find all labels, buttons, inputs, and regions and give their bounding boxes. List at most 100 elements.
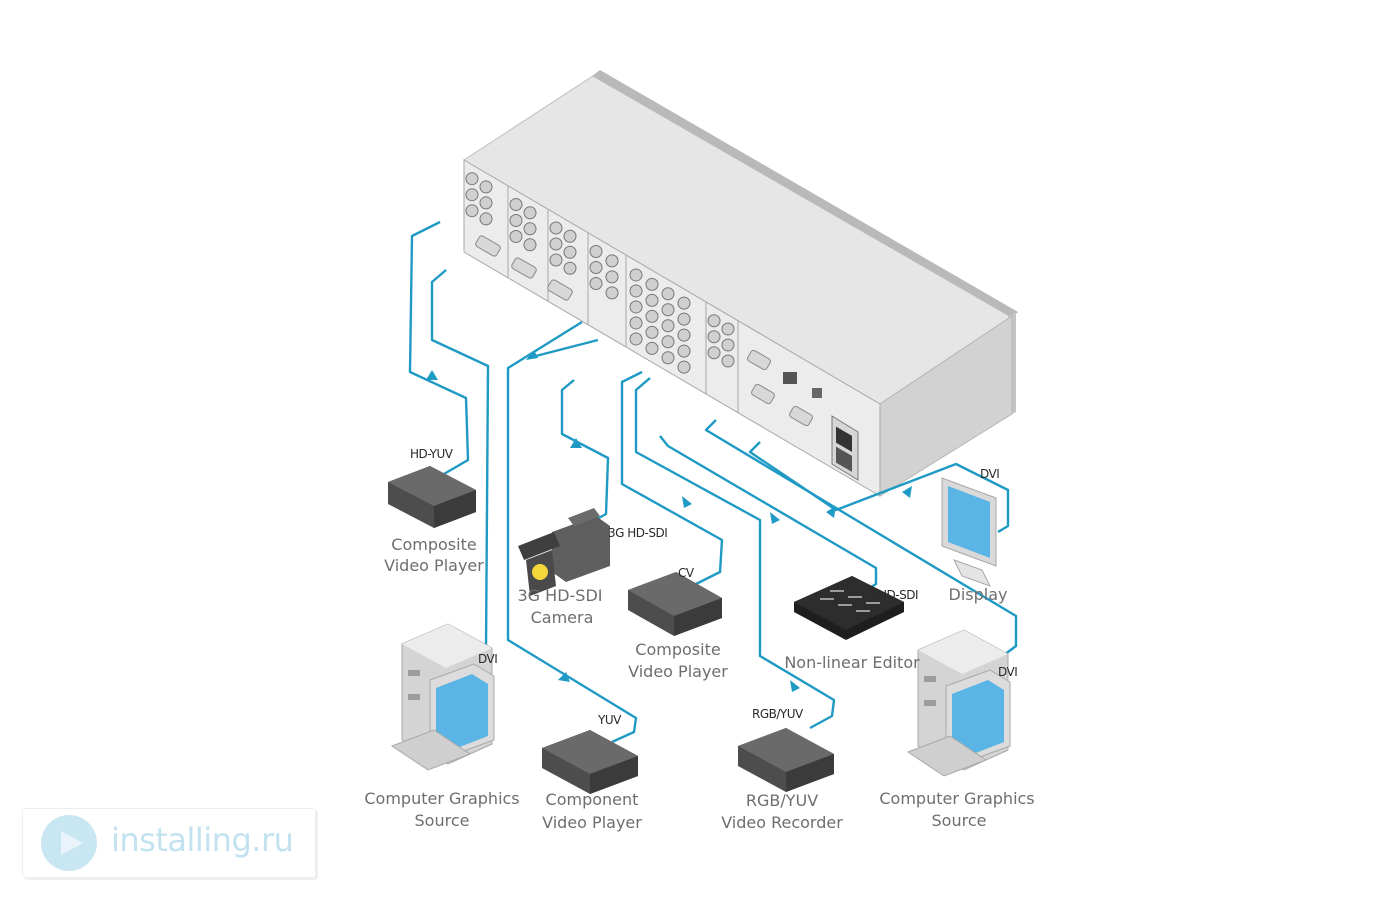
bnc-connector-icon [589, 244, 603, 258]
composite-player-1-device [388, 466, 476, 528]
cable-dvi-display [748, 441, 1010, 534]
cable-label-yuv: YUV [597, 713, 622, 727]
label-computer-left-line1: Computer Graphics [364, 789, 519, 808]
label-display: Display [949, 585, 1008, 604]
cable-label-dvi-right: DVI [998, 665, 1017, 679]
composite-player-2-device [628, 572, 722, 636]
bnc-connector-icon [677, 312, 691, 326]
cable-dvi-right [704, 419, 1018, 659]
cable-yuv-branch [527, 338, 599, 360]
bnc-connector-icon [629, 300, 643, 314]
bnc-connector-icon [707, 330, 721, 344]
bnc-connector-icon [629, 332, 643, 346]
bnc-connector-icon [523, 238, 537, 252]
bnc-connector-icon [509, 214, 523, 228]
arrow-icon [570, 438, 582, 448]
cable-label-hd-yuv: HD-YUV [410, 447, 454, 461]
bnc-connector-icon [523, 222, 537, 236]
arrow-icon [826, 506, 836, 518]
bnc-connector-icon [645, 277, 659, 291]
arrow-icon [902, 486, 912, 498]
terminal-block-icon [783, 372, 797, 384]
bnc-connector-icon [661, 351, 675, 365]
bnc-connector-icon [509, 230, 523, 244]
bnc-connector-icon [661, 287, 675, 301]
label-nonlinear-editor: Non-linear Editor [784, 653, 920, 672]
bnc-connector-icon [721, 322, 735, 336]
bnc-connector-icon [549, 237, 563, 251]
bnc-connector-icon [677, 344, 691, 358]
cable-3g-hd-sdi [560, 379, 610, 528]
bnc-connector-icon [605, 254, 619, 268]
bnc-connector-icon [479, 212, 493, 226]
bnc-connector-icon [629, 316, 643, 330]
label-component-player-line1: Component [546, 790, 639, 809]
bnc-connectors [465, 172, 735, 374]
bnc-connector-icon [465, 172, 479, 186]
bnc-connector-icon [549, 221, 563, 235]
component-player-device [542, 730, 638, 794]
cable-label-dvi-display: DVI [980, 467, 999, 481]
bnc-connector-icon [523, 206, 537, 220]
arrow-icon [526, 350, 538, 360]
screen-icon [952, 680, 1004, 756]
bnc-connector-icon [629, 284, 643, 298]
arrow-icon [770, 512, 780, 524]
bnc-connector-icon [645, 309, 659, 323]
label-computer-right-line1: Computer Graphics [879, 789, 1034, 808]
label-composite-player-1-line1: Composite [391, 535, 476, 554]
screen-icon [436, 674, 488, 750]
cable-yuv [506, 320, 638, 744]
bnc-connector-icon [661, 335, 675, 349]
camera-device [518, 508, 610, 596]
arrow-icon [790, 680, 800, 692]
arrow-icon [558, 672, 570, 682]
cables [408, 220, 1018, 744]
power-inlet-icon [831, 415, 859, 481]
label-component-player-line2: Video Player [542, 813, 642, 832]
cable-label-dvi-left: DVI [478, 652, 497, 666]
bnc-connector-icon [549, 253, 563, 267]
bnc-connector-icon [563, 229, 577, 243]
cable-rgb-yuv [634, 377, 836, 730]
switcher-chassis [463, 70, 1018, 497]
nonlinear-editor-device [794, 576, 904, 640]
bnc-connector-icon [479, 196, 493, 210]
watermark: installing.ru [22, 808, 316, 878]
bnc-connector-icon [465, 204, 479, 218]
bnc-connector-icon [605, 286, 619, 300]
bnc-connector-icon [465, 188, 479, 202]
bnc-connector-icon [707, 314, 721, 328]
watermark-text: installing.ru [111, 821, 294, 859]
cable-hd-yuv [408, 220, 470, 476]
bnc-connector-icon [605, 270, 619, 284]
bnc-connector-icon [645, 341, 659, 355]
bnc-connector-icon [677, 360, 691, 374]
cable-label-cv: CV [678, 566, 695, 580]
bnc-connector-icon [479, 180, 493, 194]
label-camera-line2: Camera [531, 608, 594, 627]
cable-cv [620, 370, 724, 586]
computer-right-device [906, 629, 1011, 777]
bnc-connector-icon [661, 303, 675, 317]
label-composite-player-2-line1: Composite [635, 640, 720, 659]
bnc-connector-icon [645, 325, 659, 339]
camera-lens-icon [532, 564, 548, 580]
label-camera-line1: 3G HD-SDI [518, 586, 603, 605]
bnc-connector-icon [721, 338, 735, 352]
arrow-icon [682, 496, 692, 508]
keyboard-icon [906, 735, 988, 777]
label-computer-right-line2: Source [932, 811, 987, 830]
bnc-connector-icon [677, 328, 691, 342]
label-computer-left-line2: Source [415, 811, 470, 830]
ethernet-port-icon [812, 388, 822, 398]
screen-icon [948, 486, 990, 558]
display-device [941, 477, 997, 587]
label-rgb-recorder-line2: Video Recorder [721, 813, 843, 832]
rgb-recorder-device [738, 728, 834, 792]
bnc-connector-icon [589, 276, 603, 290]
cable-label-hd-sdi: HD-SDI [878, 588, 918, 602]
label-composite-player-1-line2: Video Player [384, 556, 484, 575]
label-composite-player-2-line2: Video Player [628, 662, 728, 681]
